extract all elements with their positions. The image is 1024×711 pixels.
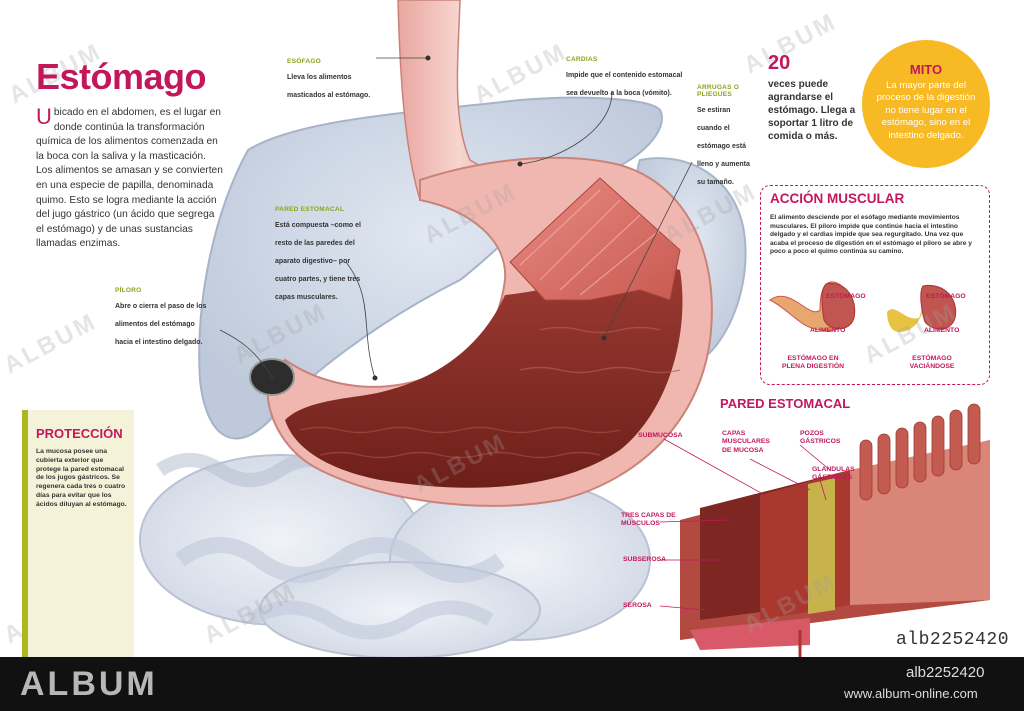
esofago-text: Lleva los alimentos masticados al estóma… [287,74,371,99]
cardias-callout: CARDIAS Impide que el contenido estomaca… [566,56,684,100]
pozos-label: POZOS GÁSTRICOS [800,430,841,446]
fig1-caption: ESTÓMAGO EN PLENA DIGESTIÓN [781,355,845,371]
pared-text: Está compuesta –como el resto de las par… [275,222,361,301]
pared-callout: PARED ESTOMACAL Está compuesta –como el … [275,206,365,304]
fig2-stomach-label: ESTÓMAGO [926,293,966,300]
accion-heading: ACCIÓN MUSCULAR [770,191,905,206]
intro-dropcap: U [36,104,52,129]
piloro-text: Abre o cierra el paso de los alimentos d… [115,303,207,346]
emptying-figure [887,284,957,332]
intro-text: bicado en el abdomen, es el lugar en don… [36,107,223,250]
proteccion-text: La mucosa posee una cubierta exterior qu… [36,448,127,508]
pared-label: PARED ESTOMACAL [275,206,345,213]
footer-bar [0,657,1024,711]
fact-text: veces puede agrandarse el estómago. Lleg… [768,79,856,142]
footer-image-id: alb2252420 [906,664,985,681]
wall-detail-figure [659,403,990,657]
subserosa-label: SUBSEROSA [623,556,667,563]
fig2-food-label: ALIMENTO [924,327,960,334]
mito-badge [862,40,990,168]
glandulas-label: GLANDULAS GÁSTRICAS [812,466,855,482]
footer-url-link[interactable]: www.album-online.com [844,686,978,701]
cardias-text: Impide que el contenido estomacal sea de… [566,72,683,97]
piloro-label: PÍLORO [115,287,142,294]
image-id: alb2252420 [896,630,1010,650]
pared-estomacal-heading: PARED ESTOMACAL [720,396,851,411]
accion-text: El alimento desciende por el esófago med… [770,214,972,256]
muscle-layer-shape [509,177,681,301]
proteccion-accent-bar [22,410,28,657]
arrugas-callout: ARRUGAS O PLIEGUES Se estiran cuando el … [697,84,753,189]
arrugas-text: Se estiran cuando el estómago está lleno… [697,107,750,186]
fig1-stomach-label: ESTÓMAGO [826,293,866,300]
proteccion-heading: PROTECCIÓN [36,426,123,441]
infographic-page: ALBUM ALBUM ALBUM ALBUM ALBUM ALBUM ALBU… [0,0,1010,657]
fig1-food-label: ALIMENTO [810,327,846,334]
footer-brand-logo[interactable]: ALBUM [20,665,158,703]
piloro-callout: PÍLORO Abre o cierra el paso de los alim… [115,287,213,349]
tres-capas-label: TRES CAPAS DE MÚSCULOS [621,512,676,528]
esofago-label: ESÓFAGO [287,58,322,65]
submucosa-label: SUBMUCOSA [638,432,683,439]
accion-muscular-box [760,185,990,385]
mito-heading: MITO [909,62,943,77]
cardias-label: CARDIAS [566,56,598,63]
intestines-shape [139,453,651,657]
mito-text: La mayor parte del proceso de la digesti… [876,80,976,141]
stomach-illustration [139,0,990,657]
arrugas-label: ARRUGAS O PLIEGUES [697,84,740,98]
page-title: Estómago [36,56,207,97]
serosa-label: SEROSA [623,602,652,609]
digestion-figure [769,281,856,332]
fig2-caption: ESTÓMAGO VACIÁNDOSE [909,355,955,371]
esofago-callout: ESÓFAGO Lleva los alimentos masticados a… [287,58,383,102]
proteccion-box [22,410,134,657]
capas-mucosa-label: CAPAS MUSCULARES DE MUCOSA [722,430,770,454]
fact-number: 20 [768,52,791,74]
